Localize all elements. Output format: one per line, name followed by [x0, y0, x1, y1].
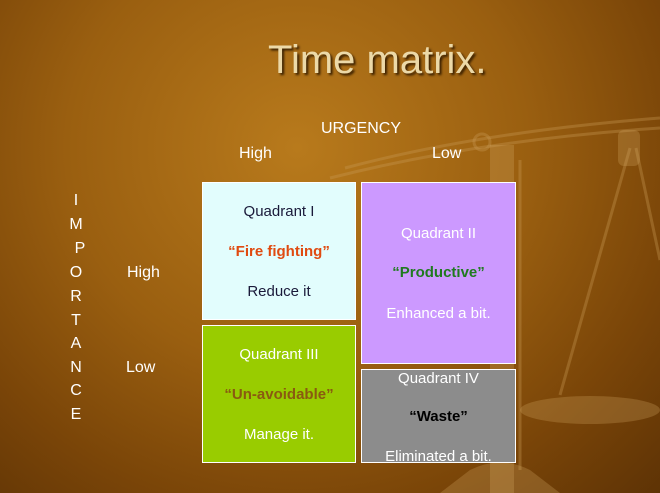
quadrant-3-box: Quadrant III “Un-avoidable” Manage it.	[202, 325, 356, 463]
importance-letter: I	[73, 192, 79, 209]
quadrant-3-motto: “Un-avoidable”	[224, 386, 334, 403]
quadrant-3-title: Quadrant III	[239, 346, 319, 363]
quadrant-4-title: Quadrant IV	[398, 370, 479, 387]
quadrant-2-title: Quadrant II	[400, 225, 477, 242]
slide-title: Time matrix.	[268, 38, 487, 82]
quadrant-2-motto: “Productive”	[392, 264, 485, 281]
importance-low-label: Low	[126, 359, 156, 376]
importance-letter: C	[70, 382, 82, 399]
quadrant-1-title: Quadrant I	[243, 203, 315, 220]
importance-letter: P	[74, 240, 86, 257]
quadrant-4-motto: “Waste”	[409, 408, 468, 425]
quadrant-2-box: Quadrant II “Productive” Enhanced a bit.	[361, 182, 516, 364]
quadrant-1-box: Quadrant I “Fire fighting” Reduce it	[202, 182, 356, 320]
importance-letter: M	[69, 216, 83, 233]
quadrant-4-box: Quadrant IV “Waste” Eliminated a bit.	[361, 369, 516, 465]
importance-letter: A	[70, 335, 82, 352]
urgency-low-label: Low	[432, 145, 462, 162]
quadrant-1-motto: “Fire fighting”	[228, 243, 330, 260]
importance-letter: N	[70, 359, 82, 376]
importance-high-label: High	[127, 264, 160, 281]
importance-letter: R	[70, 288, 82, 305]
urgency-label: URGENCY	[321, 120, 402, 137]
quadrant-1-action: Reduce it	[247, 283, 311, 300]
importance-letter: O	[69, 264, 83, 281]
urgency-high-label: High	[239, 145, 272, 162]
quadrant-3-action: Manage it.	[243, 426, 315, 443]
quadrant-2-action: Enhanced a bit.	[386, 305, 491, 322]
quadrant-4-action: Eliminated a bit.	[385, 448, 492, 465]
importance-letter: E	[70, 406, 82, 423]
importance-letter: T	[71, 312, 81, 329]
